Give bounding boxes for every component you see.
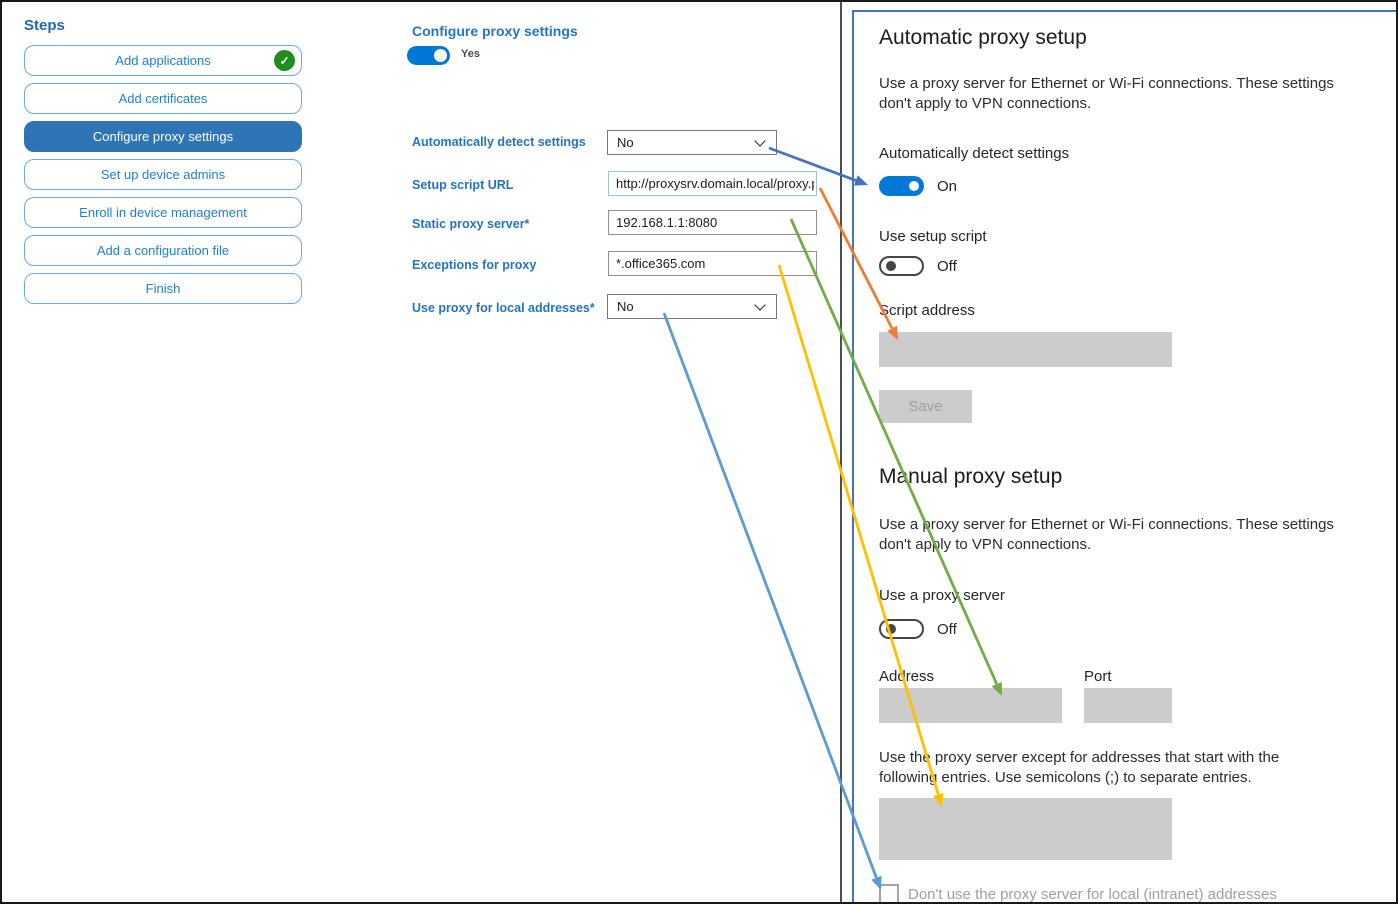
static-proxy-server-input[interactable]	[608, 210, 817, 235]
sidebar-item-add-a-configuration-file[interactable]: Add a configuration file	[24, 235, 302, 266]
use-setup-script-toggle[interactable]	[879, 256, 924, 276]
step-label: Enroll in device management	[79, 205, 247, 220]
sidebar-item-set-up-device-admins[interactable]: Set up device admins	[24, 159, 302, 190]
step-label: Configure proxy settings	[92, 129, 234, 144]
field-label-exceptions-for-proxy: Exceptions for proxy	[412, 258, 537, 272]
windows-proxy-settings-panel: Automatic proxy setup Use a proxy server…	[852, 10, 1396, 903]
proxy-exceptions-textarea[interactable]	[879, 798, 1172, 860]
chevron-down-icon	[754, 299, 766, 311]
select-value: No	[617, 135, 634, 150]
local-addresses-checkbox-label: Don't use the proxy server for local (in…	[908, 886, 1277, 903]
step-label: Add certificates	[118, 91, 208, 106]
automatically-detect-settings-select[interactable]: No	[607, 130, 777, 155]
steps-sidebar: Steps Add applications ✓ Add certificate…	[24, 17, 302, 311]
toggle-knob	[434, 49, 447, 62]
manual-proxy-description: Use a proxy server for Ethernet or Wi-Fi…	[879, 516, 1334, 553]
address-label: Address	[879, 668, 935, 685]
automatic-proxy-description: Use a proxy server for Ethernet or Wi-Fi…	[879, 75, 1334, 112]
use-setup-script-label: Use setup script	[879, 228, 987, 245]
detect-settings-label: Automatically detect settings	[879, 145, 1070, 162]
completed-check-icon: ✓	[274, 50, 295, 71]
use-a-proxy-server-toggle-state: Off	[937, 621, 957, 638]
field-label-use-proxy-for-local-addresses: Use proxy for local addresses*	[412, 301, 595, 315]
script-address-input[interactable]	[879, 332, 1172, 367]
field-label-automatically-detect-settings: Automatically detect settings	[412, 135, 586, 149]
local-addresses-checkbox[interactable]	[879, 884, 899, 902]
toggle-knob	[886, 624, 896, 634]
configure-proxy-toggle[interactable]	[407, 46, 450, 65]
manual-proxy-setup-heading: Manual proxy setup	[879, 465, 1063, 488]
sidebar-item-enroll-in-device-management[interactable]: Enroll in device management	[24, 197, 302, 228]
local-addresses-mapping-arrow	[662, 312, 878, 879]
sidebar-item-add-certificates[interactable]: Add certificates	[24, 83, 302, 114]
use-a-proxy-server-toggle[interactable]	[879, 619, 924, 639]
script-address-label: Script address	[879, 302, 975, 319]
select-value: No	[617, 299, 634, 314]
proxy-exceptions-help: Use the proxy server except for addresse…	[879, 749, 1280, 786]
step-label: Add applications	[115, 53, 211, 68]
use-a-proxy-server-label: Use a proxy server	[879, 587, 1005, 604]
sidebar-item-finish[interactable]: Finish	[24, 273, 302, 304]
detect-settings-toggle[interactable]	[879, 176, 924, 196]
automatic-proxy-setup-heading: Automatic proxy setup	[879, 26, 1087, 49]
step-label: Finish	[145, 281, 181, 296]
sidebar-item-configure-proxy-settings[interactable]: Configure proxy settings	[24, 121, 302, 152]
vertical-divider	[840, 2, 842, 902]
field-label-setup-script-url: Setup script URL	[412, 178, 514, 192]
use-setup-script-toggle-state: Off	[937, 258, 957, 275]
step-label: Set up device admins	[100, 167, 226, 182]
toggle-knob	[886, 261, 896, 271]
exceptions-for-proxy-input[interactable]	[608, 251, 817, 276]
address-input[interactable]	[879, 688, 1062, 723]
detect-settings-toggle-state: On	[937, 178, 958, 195]
save-button[interactable]: Save	[879, 390, 972, 423]
chevron-down-icon	[754, 135, 766, 147]
port-label: Port	[1084, 668, 1112, 685]
configure-proxy-toggle-label: Yes	[461, 48, 480, 60]
use-proxy-for-local-addresses-select[interactable]: No	[607, 294, 777, 319]
toggle-knob	[909, 181, 919, 191]
sidebar-item-add-applications[interactable]: Add applications ✓	[24, 45, 302, 76]
local-addresses-checkrow: Don't use the proxy server for local (in…	[879, 884, 1277, 903]
setup-script-url-input[interactable]	[608, 171, 817, 196]
form-title: Configure proxy settings	[412, 23, 578, 39]
step-label: Add a configuration file	[96, 243, 230, 258]
port-input[interactable]	[1084, 688, 1172, 723]
sidebar-title: Steps	[24, 17, 65, 34]
field-label-static-proxy-server: Static proxy server*	[412, 217, 530, 231]
